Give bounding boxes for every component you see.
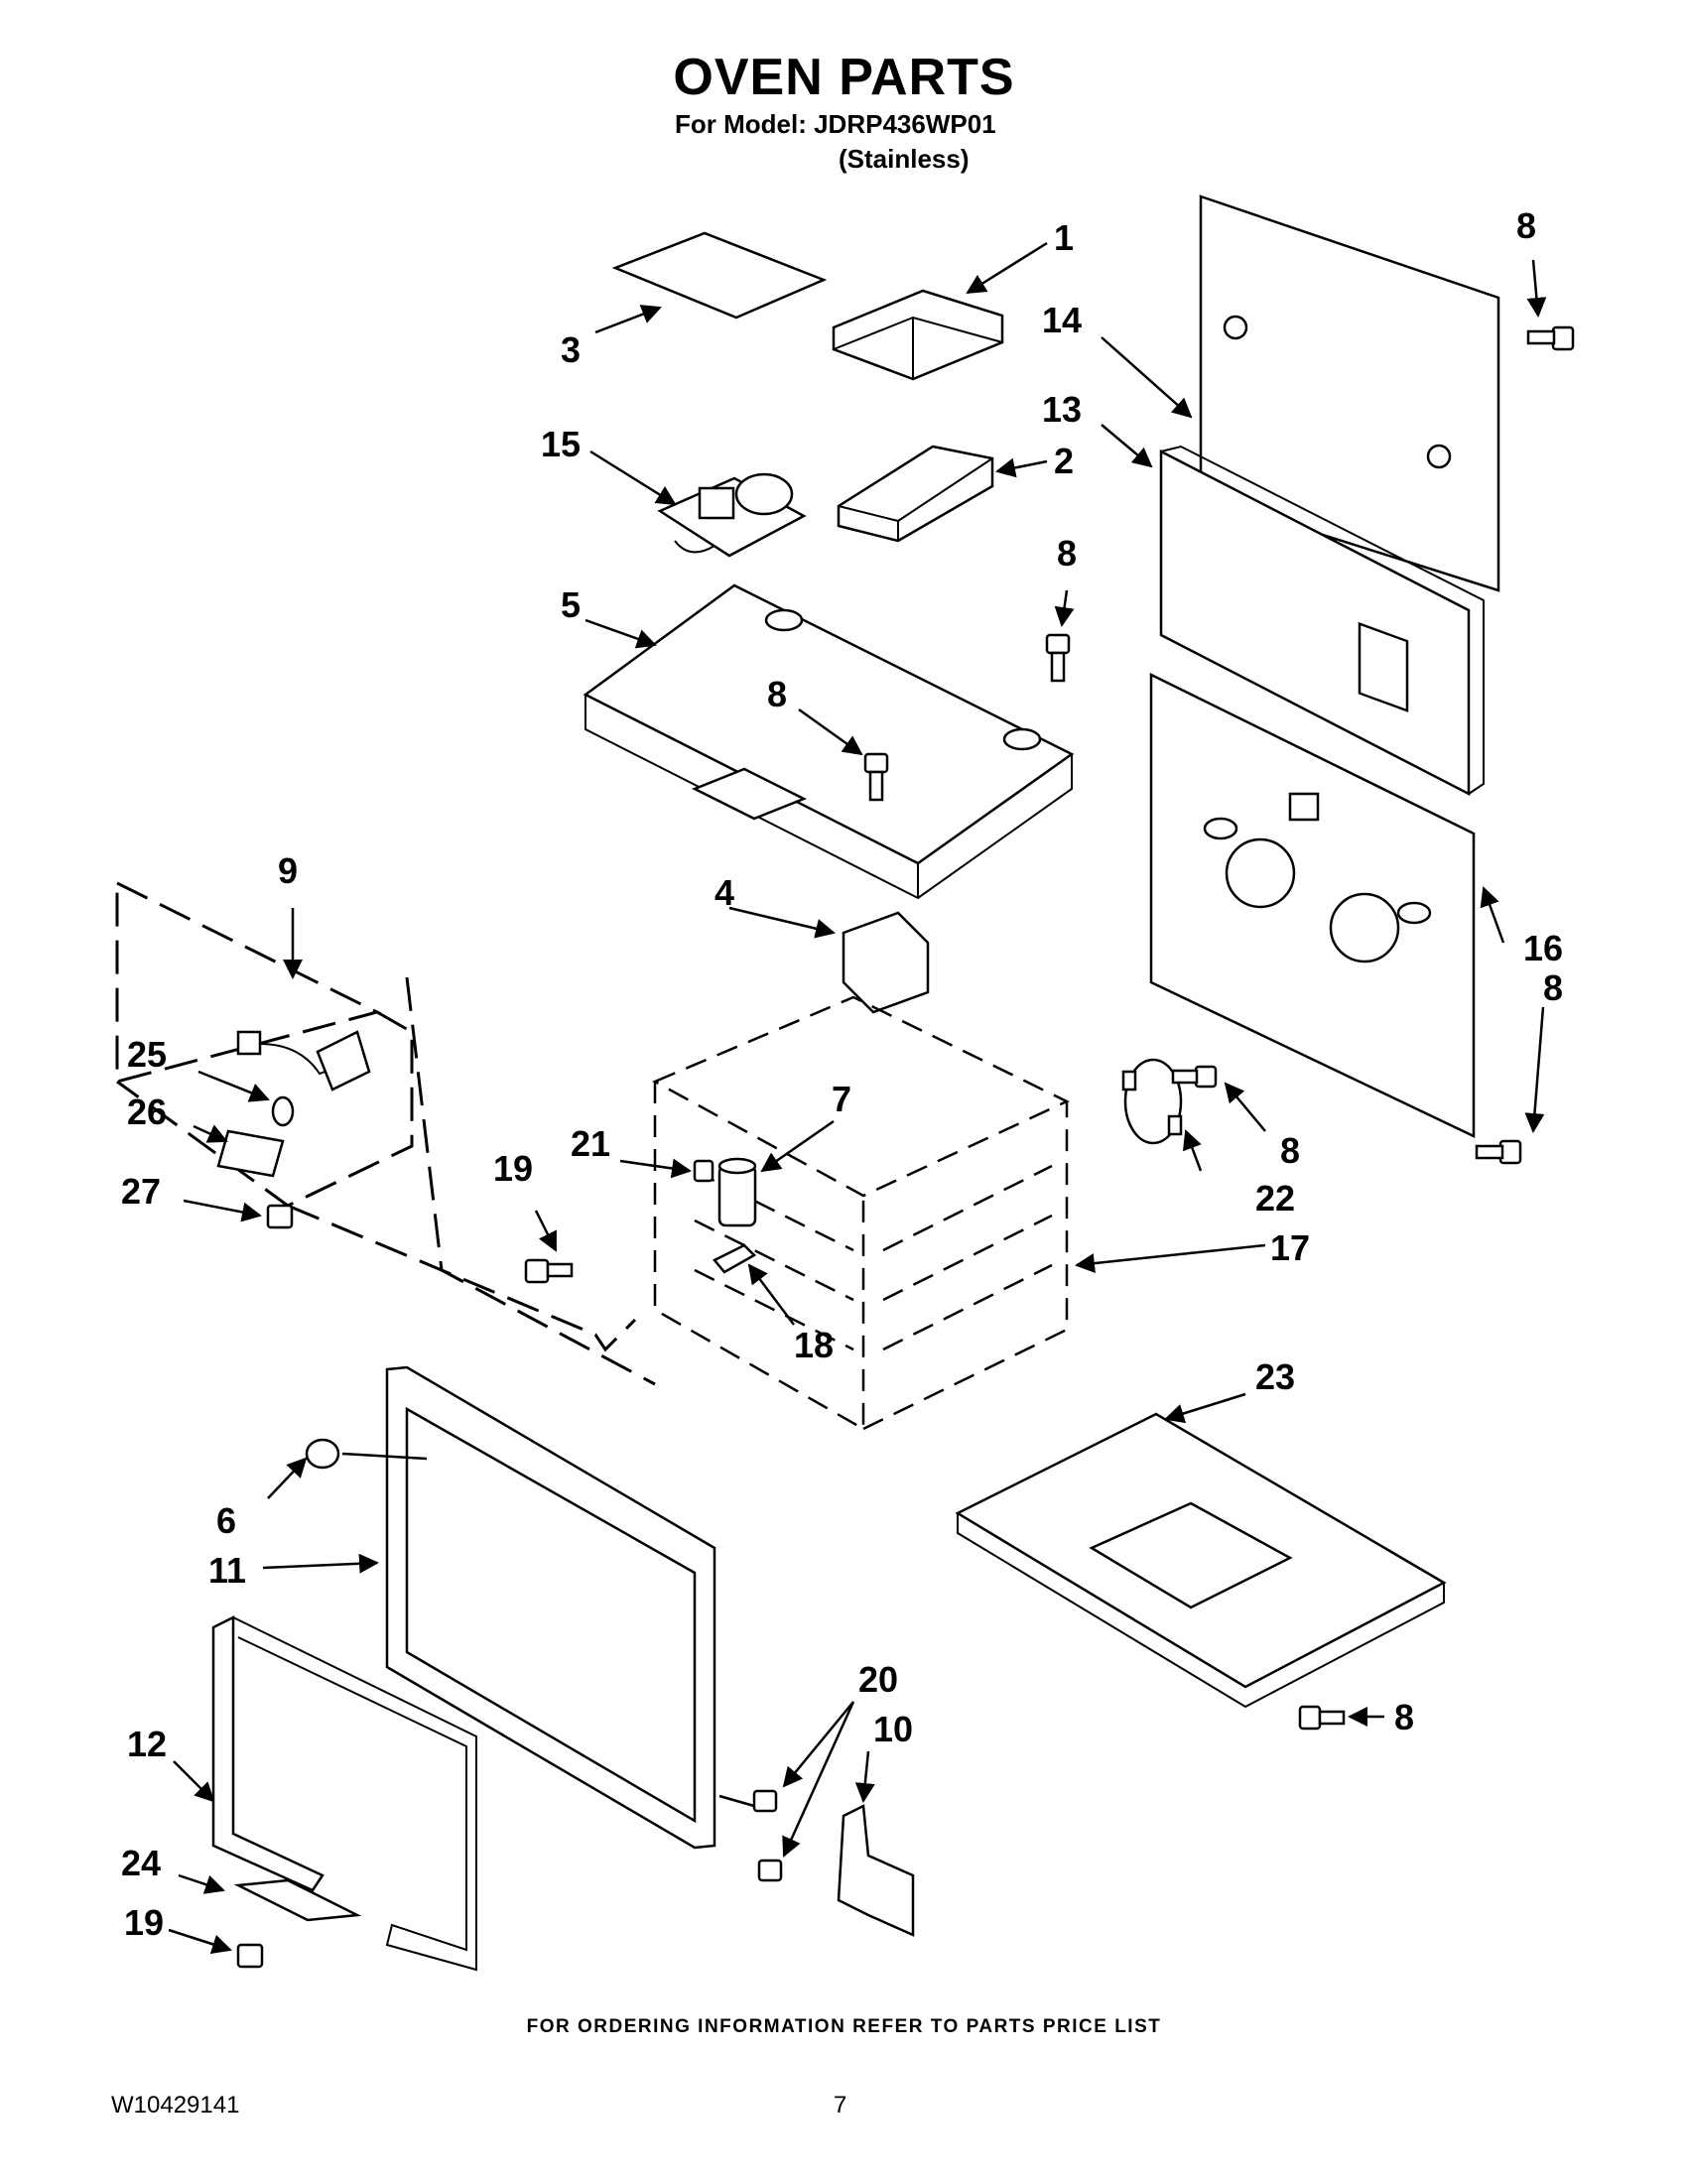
callout-16: 16 (1523, 928, 1563, 968)
callout-10: 10 (873, 1709, 913, 1749)
callout-25: 25 (127, 1034, 167, 1075)
callout-18: 18 (794, 1325, 834, 1365)
model-line: For Model: JDRP436WP01 (675, 109, 996, 139)
callout-8-sensor: 8 (1280, 1130, 1300, 1171)
part-10-bracket (837, 1804, 915, 1937)
screw-8-mid-right (1475, 1139, 1522, 1165)
part-3-cover-plate (611, 231, 828, 320)
part-7-light-socket (717, 1157, 757, 1227)
callout-15: 15 (541, 424, 581, 464)
part-22-sensor (1121, 1058, 1183, 1145)
part-23-bottom-plate (955, 1412, 1447, 1709)
part-4-control-board (842, 911, 930, 1014)
callout-4: 4 (714, 872, 734, 913)
part-18-bracket (713, 1243, 757, 1274)
finish-line: (Stainless) (839, 144, 970, 174)
callout-6: 6 (216, 1500, 236, 1541)
part-19-screw-lower (236, 1943, 264, 1969)
part-27-screw (266, 1204, 294, 1229)
part-13-panel (1159, 445, 1485, 797)
part-26-lens (216, 1129, 285, 1178)
part-20-screw-a (752, 1789, 778, 1813)
screw-8-bottom (1298, 1705, 1346, 1731)
callout-2: 2 (1054, 441, 1074, 481)
screw-8-top-right (1526, 325, 1575, 351)
callout-13: 13 (1042, 389, 1082, 430)
callout-26: 26 (127, 1092, 167, 1132)
callout-14: 14 (1042, 300, 1082, 340)
part-19-screw-upper (524, 1258, 574, 1284)
callout-8-bottom: 8 (1394, 1697, 1414, 1737)
callout-11: 11 (208, 1550, 246, 1591)
part-20-screw-b (757, 1859, 783, 1882)
callout-8-base-left: 8 (767, 674, 787, 714)
callout-12: 12 (127, 1724, 167, 1764)
part-1-duct (832, 289, 1004, 381)
page-title: OVEN PARTS (673, 49, 1015, 106)
callout-27: 27 (121, 1171, 161, 1212)
callout-24: 24 (121, 1843, 161, 1883)
part-17-oven-cavity (652, 995, 1070, 1432)
part-12-gasket (211, 1614, 477, 1972)
callout-8-mid-right: 8 (1543, 967, 1563, 1008)
callout-19-lower: 19 (124, 1902, 164, 1943)
callout-20: 20 (858, 1659, 898, 1700)
callout-3: 3 (561, 329, 581, 370)
callout-8-top-right: 8 (1516, 205, 1536, 246)
callout-1: 1 (1054, 217, 1074, 258)
part-14-back-panel (1199, 194, 1500, 592)
part-6-bumper (305, 1438, 340, 1470)
screw-8-sensor (1171, 1065, 1218, 1089)
ordering-note: FOR ORDERING INFORMATION REFER TO PARTS … (526, 2016, 1162, 2037)
part-25-bulb (271, 1095, 295, 1127)
part-24-bracket (233, 1878, 362, 1922)
callout-5: 5 (561, 584, 581, 625)
callout-23: 23 (1255, 1356, 1295, 1397)
part-2-tray (837, 445, 994, 543)
part-5-base-panel (583, 583, 1075, 900)
screw-8a (1045, 633, 1071, 683)
screw-8b (863, 752, 889, 802)
callout-7: 7 (832, 1079, 851, 1119)
callout-8-base-right: 8 (1057, 533, 1077, 574)
page-number: 7 (834, 2092, 847, 2119)
part-15-motor-assembly (657, 472, 807, 558)
part-21-screw (693, 1159, 714, 1183)
part-16-rear-panel (1149, 672, 1476, 1138)
callout-9: 9 (278, 850, 298, 891)
callout-21: 21 (571, 1123, 610, 1164)
part-9-light-assembly (236, 1030, 371, 1092)
part-11-front-frame (385, 1365, 716, 1850)
callout-17: 17 (1270, 1227, 1310, 1268)
callout-19-upper: 19 (493, 1148, 533, 1189)
callout-22: 22 (1255, 1178, 1295, 1219)
document-number: W10429141 (111, 2092, 240, 2119)
